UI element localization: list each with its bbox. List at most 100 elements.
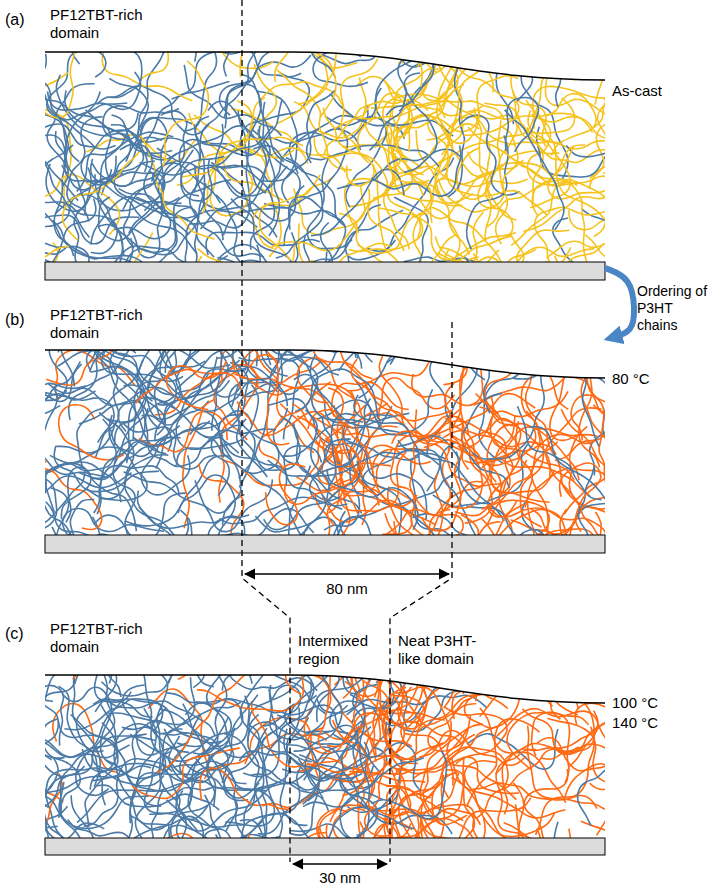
polymer-chain [314, 137, 374, 185]
polymer-chain [241, 674, 312, 761]
polymer-chain [506, 98, 539, 152]
polymer-chain [135, 369, 245, 403]
polymer-chain [0, 54, 46, 94]
polymer-chain [102, 668, 214, 696]
polymer-chain [303, 758, 424, 807]
polymer-chain [0, 75, 79, 162]
polymer-chain [188, 278, 269, 349]
polymer-chain [569, 197, 677, 229]
polymer-chain [581, 777, 678, 838]
polymer-chain [523, 170, 639, 231]
polymer-chain [304, 15, 336, 117]
polymer-chain [464, 761, 522, 849]
polymer-chain [0, 140, 42, 264]
polymer-chain [423, 724, 483, 825]
dashed-guide [242, 0, 290, 862]
panel-letter: (c) [5, 624, 35, 643]
polymer-chain [462, 393, 510, 487]
polymer-chain [6, 740, 130, 758]
polymer-chain [25, 115, 90, 237]
polymer-chain [165, 329, 228, 388]
polymer-chain [0, 52, 45, 129]
polymer-chain [0, 108, 33, 143]
film-surface [45, 52, 605, 80]
polymer-chain [363, 680, 424, 729]
polymer-chain [274, 827, 320, 895]
panel-label: 140 °C [612, 714, 702, 732]
polymer-chain [337, 149, 461, 189]
polymer-chain [0, 379, 36, 457]
polymer-chain [0, 73, 68, 153]
polymer-chain [386, 40, 434, 115]
polymer-chain [511, 176, 613, 245]
polymer-chain [68, 819, 139, 892]
polymer-chains [0, 0, 717, 374]
dimension-arrow [245, 573, 449, 574]
polymer-chain [8, 108, 40, 222]
polymer-chain [0, 802, 104, 842]
polymer-chain [0, 215, 50, 285]
polymer-chain [369, 33, 410, 150]
polymer-chain [497, 647, 620, 672]
polymer-chain [385, 104, 461, 169]
polymer-chain [324, 100, 428, 155]
polymer-chain [574, 465, 594, 590]
polymer-chain [102, 723, 167, 825]
substrate [45, 838, 605, 855]
polymer-chain [515, 624, 606, 702]
polymer-chain [235, 546, 254, 676]
polymer-chain [149, 278, 214, 347]
polymer-chain [426, 235, 459, 342]
polymer-chain [0, 475, 57, 536]
polymer-chain [412, 216, 516, 260]
polymer-chain [453, 436, 555, 493]
polymer-chain [278, 705, 379, 771]
polymer-chain [9, 700, 65, 778]
polymer-chain [452, 759, 565, 818]
polymer-chain [149, 180, 231, 267]
polymer-chain [0, 198, 69, 263]
polymer-chain [289, 275, 372, 362]
polymer-chain [193, 584, 260, 687]
polymer-chain [294, 375, 407, 434]
polymer-chain [164, 729, 237, 831]
panel-label: 100 °C [612, 694, 702, 712]
polymer-chain [310, 145, 439, 167]
polymer-chain [482, 579, 531, 694]
polymer-chain [497, 0, 587, 57]
polymer-chain [405, 269, 465, 350]
polymer-chain [594, 7, 613, 128]
polymer-chain [121, 314, 181, 405]
polymer-chain [533, 29, 606, 80]
polymer-chain [224, 714, 259, 827]
polymer-chain [0, 189, 37, 271]
polymer-chain [501, 679, 630, 699]
polymer-chain [0, 134, 31, 198]
polymer-chain [546, 408, 602, 504]
polymer-chain [183, 9, 219, 131]
polymer-chain [311, 169, 404, 235]
polymer-chain [510, 298, 576, 365]
polymer-chain [527, 128, 638, 173]
panel-label: PF12TBT-rich domain [50, 620, 150, 656]
polymer-chain [264, 127, 347, 208]
polymer-chain [447, 329, 541, 357]
polymer-chain [459, 69, 519, 119]
polymer-chain [33, 175, 120, 235]
polymer-chain [211, 429, 276, 495]
panel-label: PF12TBT-rich domain [50, 6, 150, 42]
panel-label: 80 °C [612, 370, 702, 388]
polymer-chain [409, 114, 485, 176]
polymer-chain [168, 554, 180, 683]
polymer-chain [289, 466, 311, 597]
polymer-chain [268, 399, 330, 491]
polymer-chain [414, 296, 467, 384]
polymer-chain [0, 512, 34, 604]
panel-label: PF12TBT-rich domain [50, 306, 150, 342]
polymer-chain [323, 0, 397, 64]
polymer-chain [379, 378, 455, 426]
polymer-chain [0, 364, 82, 401]
polymer-chain [38, 62, 128, 120]
polymer-chain [603, 161, 703, 230]
polymer-chain [609, 736, 696, 788]
